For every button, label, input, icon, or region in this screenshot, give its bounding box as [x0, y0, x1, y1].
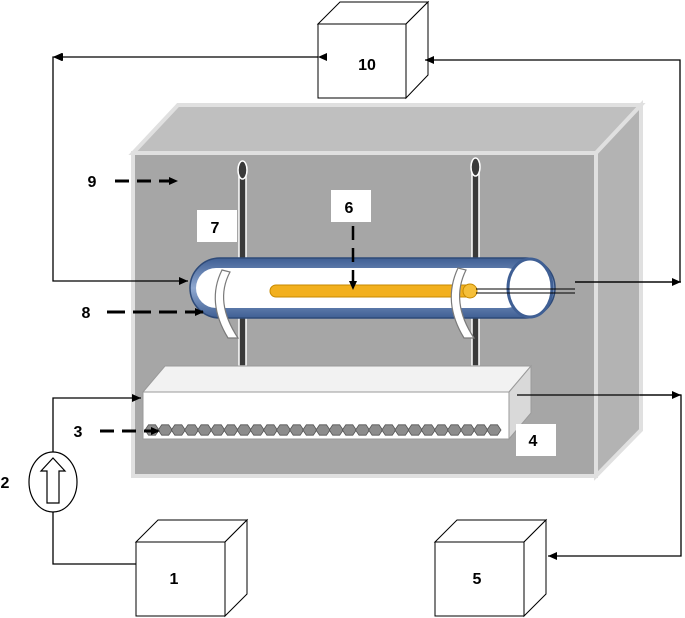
label-4: 4 [529, 433, 538, 450]
heating-element [473, 424, 489, 436]
clamp-right [450, 267, 476, 339]
label-2: 2 [1, 475, 10, 492]
sample-rod [269, 284, 477, 298]
heating-element [197, 424, 213, 436]
label-1: 1 [170, 571, 179, 588]
label-box-4 [516, 424, 556, 456]
clamp-left [214, 269, 240, 339]
arrowhead-box10-entry [44, 53, 53, 61]
label-6: 6 [345, 200, 354, 217]
heating-element [289, 424, 305, 436]
label-10: 10 [358, 57, 376, 74]
label-5: 5 [473, 571, 482, 588]
heating-element [157, 424, 173, 436]
heating-element [341, 424, 357, 436]
heating-elements [144, 424, 502, 436]
heating-element [315, 424, 331, 436]
pump [28, 451, 78, 513]
support-rod-left-top [237, 160, 248, 180]
heating-element [420, 424, 436, 436]
pump-arrow-icon [39, 457, 67, 504]
box-5-front [434, 541, 525, 617]
line-10-to-tube [52, 56, 318, 285]
heating-element [276, 424, 291, 436]
box-10-front [317, 23, 407, 99]
heating-element [486, 424, 502, 436]
arrowhead-box10-start [53, 53, 62, 61]
box-1 [134, 518, 249, 618]
label-8: 8 [82, 305, 91, 322]
heating-element [447, 424, 462, 436]
line-1-to-pump [52, 512, 136, 565]
support-rod-right-top [470, 157, 481, 177]
heating-element [249, 424, 265, 436]
heating-element [262, 424, 278, 436]
line-heater-to-5 [517, 394, 682, 560]
pointers [100, 177, 357, 435]
heating-element [460, 424, 476, 436]
label-box-6 [331, 190, 371, 222]
connections [52, 53, 682, 565]
chamber-top-face [128, 103, 646, 155]
box-1-front [135, 541, 226, 617]
line-pump-to-heater [52, 394, 141, 452]
heating-element [433, 424, 449, 436]
box-10 [316, 0, 430, 100]
label-7: 7 [211, 220, 220, 237]
label-3: 3 [74, 424, 83, 441]
heating-element [236, 424, 252, 436]
heating-element [407, 424, 423, 436]
label-9: 9 [88, 174, 97, 191]
heating-element [210, 424, 226, 436]
heating-element [184, 424, 199, 436]
chamber-side-face [594, 99, 643, 481]
heating-element [394, 424, 410, 436]
heating-element [302, 424, 318, 436]
box-5 [433, 518, 548, 618]
heating-element [381, 424, 397, 436]
reactor-tube [189, 257, 575, 339]
heating-element [170, 424, 186, 436]
heating-element [355, 424, 370, 436]
sample-rod-end [462, 283, 478, 299]
heating-element [328, 424, 344, 436]
heater-top-face [141, 365, 533, 393]
label-box-7 [197, 210, 237, 242]
tube-end-cap [506, 257, 554, 319]
heating-element [368, 424, 384, 436]
heating-element [223, 424, 239, 436]
heater-block [141, 364, 533, 441]
